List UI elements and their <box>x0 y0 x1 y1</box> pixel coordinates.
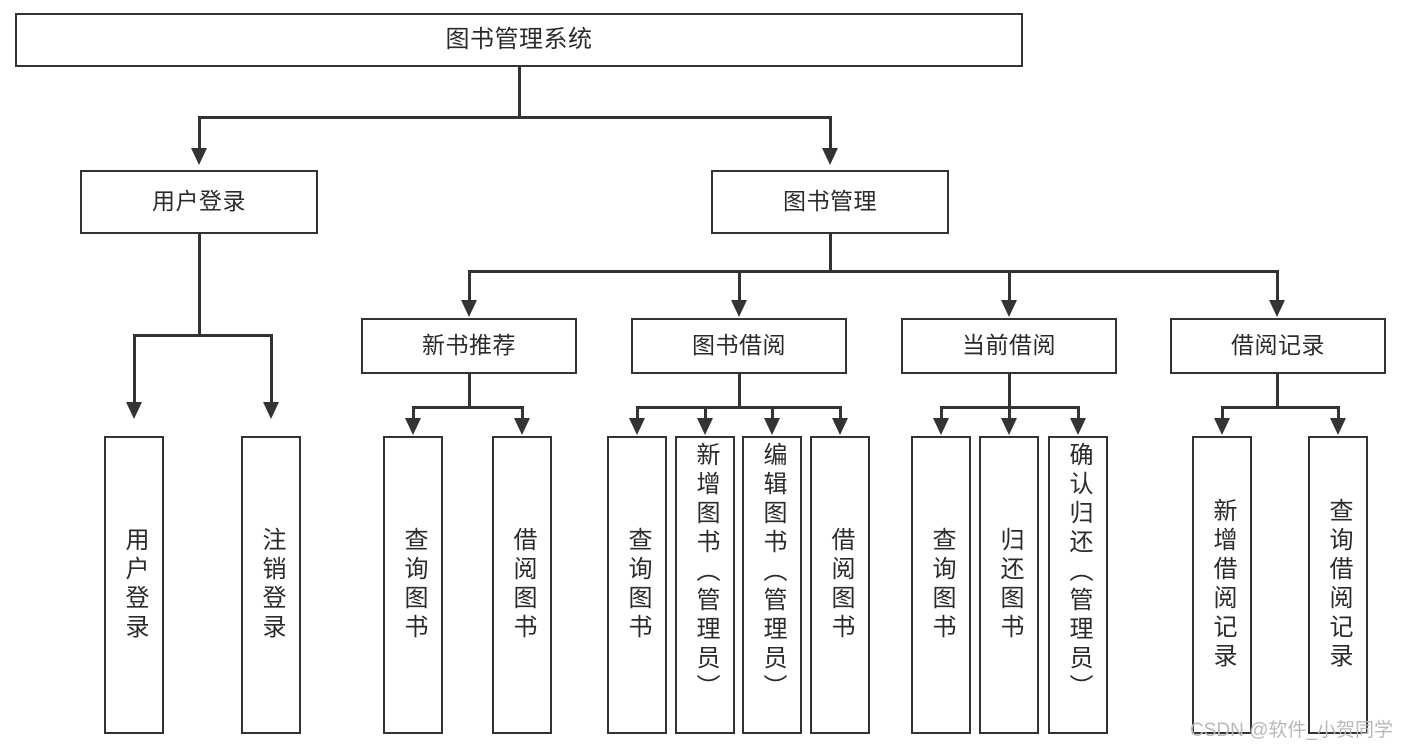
node-label: 归还图书 <box>996 527 1023 643</box>
node-label: 图书管理 <box>783 188 877 215</box>
leaf-book-borrow-add-book-admin[interactable]: 新增图书（管理员） <box>675 436 735 734</box>
connector-bb-to-leaf-3 <box>771 406 774 422</box>
node-label: 查询图书 <box>624 527 651 643</box>
leaf-borrow-record-query-record[interactable]: 查询借阅记录 <box>1308 436 1368 734</box>
node-label: 注销登录 <box>258 527 285 643</box>
node-label: 借阅记录 <box>1231 332 1325 359</box>
arrow-bb-to-leaf-2 <box>697 418 713 435</box>
connector-bm-to-borrow-record <box>1276 270 1279 302</box>
connector-bb-to-leaf-2 <box>704 406 707 422</box>
node-borrow-record[interactable]: 借阅记录 <box>1170 318 1386 374</box>
leaf-user-login-logout[interactable]: 注销登录 <box>241 436 301 734</box>
leaf-book-borrow-query-books[interactable]: 查询图书 <box>607 436 667 734</box>
connector-nb-to-leaf-2 <box>521 406 524 422</box>
connector-user-login-stem <box>198 234 201 336</box>
leaf-current-borrow-query-books[interactable]: 查询图书 <box>911 436 971 734</box>
node-current-borrow[interactable]: 当前借阅 <box>901 318 1117 374</box>
node-label: 图书借阅 <box>692 332 786 359</box>
connector-cb-to-leaf-3 <box>1077 406 1080 422</box>
arrow-bb-to-leaf-1 <box>629 418 645 435</box>
node-label: 确认归还（管理员） <box>1065 442 1092 703</box>
arrow-cb-to-leaf-2 <box>1001 418 1017 435</box>
leaf-book-borrow-borrow-books[interactable]: 借阅图书 <box>810 436 870 734</box>
leaf-current-borrow-return-books[interactable]: 归还图书 <box>979 436 1039 734</box>
node-new-book-recommend[interactable]: 新书推荐 <box>361 318 577 374</box>
connector-br-to-leaf-1 <box>1221 406 1224 422</box>
connector-book-management-stem <box>829 234 832 272</box>
connector-borrow-record-stem <box>1276 374 1279 408</box>
connector-root-to-user-login <box>198 116 201 150</box>
connector-user-login-bar <box>133 334 272 337</box>
connector-user-login-to-leaf-2 <box>270 334 273 404</box>
connector-book-management-bar <box>468 270 1276 273</box>
node-label: 查询图书 <box>928 527 955 643</box>
connector-book-borrow-bar <box>636 406 842 409</box>
connector-root-stem <box>518 67 521 117</box>
arrow-bb-to-leaf-4 <box>832 418 848 435</box>
node-label: 图书管理系统 <box>445 25 593 53</box>
node-root-book-management-system[interactable]: 图书管理系统 <box>15 13 1023 67</box>
arrow-root-to-book-management <box>822 148 838 165</box>
connector-bb-to-leaf-4 <box>839 406 842 422</box>
leaf-borrow-record-add-record[interactable]: 新增借阅记录 <box>1192 436 1252 734</box>
node-label: 新增借阅记录 <box>1209 498 1236 672</box>
connector-root-to-book-management <box>829 116 832 150</box>
connector-new-book-bar <box>412 406 524 409</box>
connector-book-borrow-stem <box>738 374 741 408</box>
connector-nb-to-leaf-1 <box>412 406 415 422</box>
arrow-nb-to-leaf-1 <box>405 418 421 435</box>
arrow-br-to-leaf-1 <box>1214 418 1230 435</box>
leaf-new-book-borrow-books[interactable]: 借阅图书 <box>492 436 552 734</box>
node-label: 借阅图书 <box>827 527 854 643</box>
connector-cb-to-leaf-1 <box>940 406 943 422</box>
connector-cb-to-leaf-2 <box>1008 406 1011 422</box>
node-book-borrow[interactable]: 图书借阅 <box>631 318 847 374</box>
connector-br-to-leaf-2 <box>1337 406 1340 422</box>
arrow-root-to-user-login <box>191 148 207 165</box>
node-book-management[interactable]: 图书管理 <box>711 170 949 234</box>
leaf-current-borrow-confirm-return-admin[interactable]: 确认归还（管理员） <box>1048 436 1108 734</box>
leaf-book-borrow-edit-book-admin[interactable]: 编辑图书（管理员） <box>742 436 802 734</box>
connector-user-login-to-leaf-1 <box>133 334 136 404</box>
connector-current-borrow-stem <box>1008 374 1011 408</box>
node-label: 当前借阅 <box>962 332 1056 359</box>
leaf-new-book-query-books[interactable]: 查询图书 <box>383 436 443 734</box>
connector-bm-to-new-book <box>468 270 471 302</box>
node-label: 查询借阅记录 <box>1325 498 1352 672</box>
connector-root-bar <box>198 116 832 119</box>
arrow-nb-to-leaf-2 <box>514 418 530 435</box>
connector-borrow-record-bar <box>1221 406 1340 409</box>
leaf-user-login-login[interactable]: 用户登录 <box>104 436 164 734</box>
node-label: 用户登录 <box>152 188 246 215</box>
csdn-watermark: CSDN @软件_小贺同学 <box>1190 720 1393 741</box>
arrow-bm-to-current-borrow <box>1001 300 1017 317</box>
connector-bm-to-book-borrow <box>738 270 741 302</box>
arrow-user-login-to-leaf-1 <box>126 402 142 419</box>
arrow-br-to-leaf-2 <box>1330 418 1346 435</box>
arrow-user-login-to-leaf-2 <box>263 402 279 419</box>
node-label: 新增图书（管理员） <box>692 442 719 703</box>
connector-bb-to-leaf-1 <box>636 406 639 422</box>
arrow-bb-to-leaf-3 <box>764 418 780 435</box>
node-user-login[interactable]: 用户登录 <box>80 170 318 234</box>
node-label: 借阅图书 <box>509 527 536 643</box>
arrow-bm-to-book-borrow <box>731 300 747 317</box>
node-label: 查询图书 <box>400 527 427 643</box>
arrow-cb-to-leaf-1 <box>933 418 949 435</box>
node-label: 用户登录 <box>121 527 148 643</box>
arrow-bm-to-new-book <box>461 300 477 317</box>
connector-bm-to-current-borrow <box>1008 270 1011 302</box>
arrow-cb-to-leaf-3 <box>1070 418 1086 435</box>
arrow-bm-to-borrow-record <box>1269 300 1285 317</box>
node-label: 编辑图书（管理员） <box>759 442 786 703</box>
node-label: 新书推荐 <box>422 332 516 359</box>
connector-new-book-stem <box>468 374 471 408</box>
